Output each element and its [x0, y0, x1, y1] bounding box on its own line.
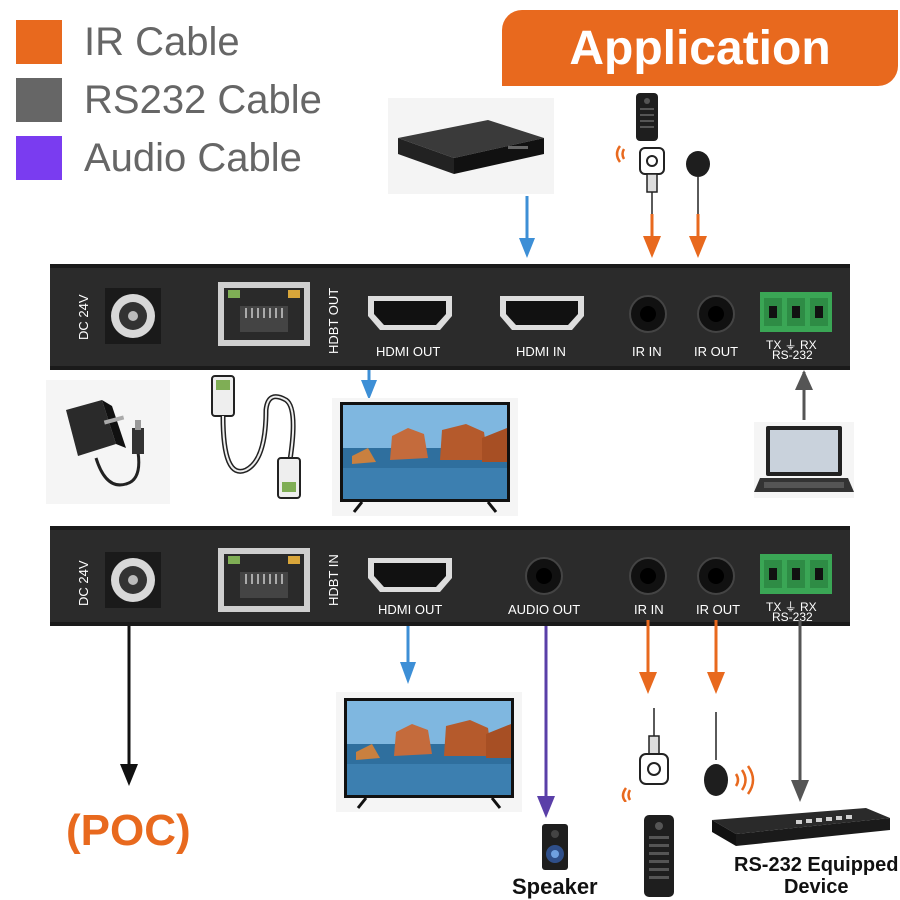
- tx-hdmi-out-label: HDMI OUT: [376, 344, 441, 359]
- tx-rj45-port[interactable]: [218, 282, 310, 346]
- rx-rs232-terminal[interactable]: [760, 554, 832, 594]
- rs232-device-image: [712, 808, 890, 846]
- rx-ir-in-port[interactable]: [628, 556, 668, 596]
- ir-out-arrow-top: [689, 214, 707, 258]
- ir-emitter-top-image: [686, 151, 710, 214]
- rs232-device-caption: RS-232 Equipped Device: [734, 854, 898, 898]
- tx-ir-in-label: IR IN: [632, 344, 662, 359]
- poc-caption: (POC): [66, 806, 191, 855]
- application-banner: Application: [502, 10, 898, 86]
- ir-receiver-sensor-top-image: [615, 145, 665, 216]
- poc-arrow: [120, 626, 138, 786]
- rx-ir-out-label: IR OUT: [696, 602, 741, 617]
- legend-swatch-ir: [16, 20, 62, 64]
- tx-rs232-terminal[interactable]: [760, 292, 832, 332]
- speaker-image: [542, 824, 568, 870]
- receiver-unit: DC 24V HDBT IN HDMI OUT AUDIO OUT IR IN …: [50, 526, 850, 626]
- tx-hdmi-in-label: HDMI IN: [516, 344, 566, 359]
- rx-ir-in-label: IR IN: [634, 602, 664, 617]
- ir-out-arrow-bottom: [707, 620, 725, 694]
- tx-ir-in-port[interactable]: [628, 294, 668, 334]
- ethernet-cable-image: [211, 375, 301, 499]
- rs232-device-caption-text: RS-232 Equipped Device: [734, 854, 899, 898]
- remote-control-top-image: [636, 93, 658, 141]
- rx-hdmi-out-port[interactable]: [366, 556, 454, 594]
- legend-label-ir: IR Cable: [84, 20, 240, 64]
- tv-bottom-image: [336, 692, 522, 812]
- ir-receiver-sensor-bottom-image: [621, 708, 669, 802]
- rs232-arrow-top: [795, 370, 813, 420]
- rx-rs232-label: RS-232: [772, 610, 813, 624]
- rx-ir-out-port[interactable]: [696, 556, 736, 596]
- tx-dc-port[interactable]: [105, 288, 161, 344]
- rs232-arrow-bottom: [791, 620, 809, 802]
- rx-rj45-port[interactable]: [218, 548, 310, 612]
- ir-emitter-bottom-image: [704, 712, 755, 796]
- transmitter-unit: DC 24V HDBT OUT HDMI OUT HDMI IN IR IN I…: [50, 264, 850, 370]
- legend-swatch-audio: [16, 136, 62, 180]
- tx-ir-out-label: IR OUT: [694, 344, 739, 359]
- rx-dc-port[interactable]: [105, 552, 161, 608]
- legend-label-audio: Audio Cable: [84, 136, 302, 180]
- legend-label-rs232: RS232 Cable: [84, 78, 322, 122]
- hdmi-in-arrow: [519, 196, 535, 258]
- hdmi-out-arrow-bottom: [400, 626, 416, 684]
- bluray-player-image: [388, 98, 554, 194]
- laptop-image: [754, 422, 854, 498]
- speaker-caption: Speaker: [512, 874, 598, 899]
- tx-hdmi-out-port[interactable]: [366, 294, 454, 332]
- application-title: Application: [569, 22, 831, 75]
- rx-hdmi-out-label: HDMI OUT: [378, 602, 443, 617]
- tx-rs232-pins: TX ⏚ RX: [766, 338, 817, 352]
- tx-hdmi-in-port[interactable]: [498, 294, 586, 332]
- remote-control-bottom-image: [644, 815, 674, 897]
- tx-ir-out-port[interactable]: [696, 294, 736, 334]
- rx-audio-out-port[interactable]: [524, 556, 564, 596]
- rx-rs232-pins: TX ⏚ RX: [766, 600, 817, 614]
- tx-rs232-label: RS-232: [772, 348, 813, 362]
- ir-in-arrow-top: [643, 214, 661, 258]
- power-adapter-image: [46, 380, 170, 504]
- tv-top-image: [332, 398, 518, 516]
- ir-in-arrow-bottom: [639, 620, 657, 694]
- rx-audio-out-label: AUDIO OUT: [508, 602, 581, 617]
- audio-out-arrow: [537, 626, 555, 818]
- legend-swatch-rs232: [16, 78, 62, 122]
